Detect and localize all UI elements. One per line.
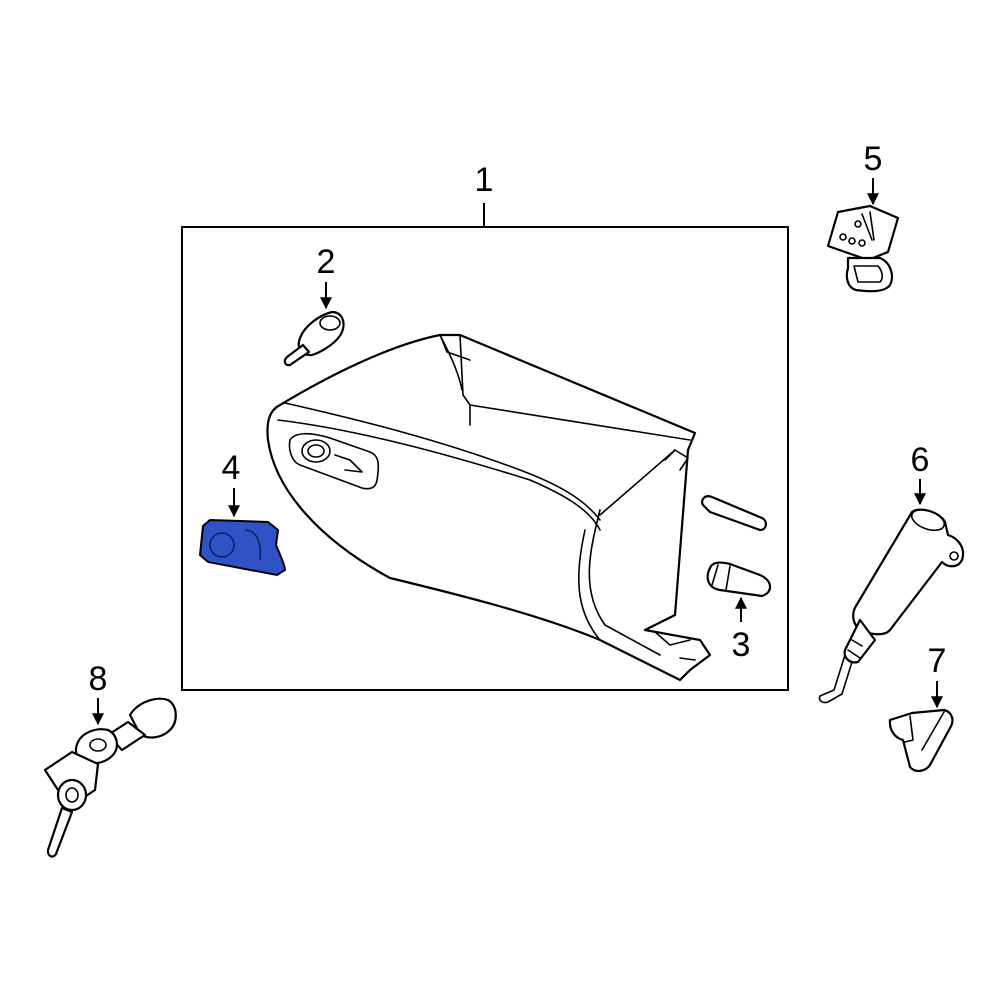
damper-part[interactable] [818,506,965,704]
clip-part[interactable] [888,708,954,772]
bumper-part[interactable] [283,310,345,367]
callout-7[interactable]: 7 [928,642,947,709]
callout-5[interactable]: 5 [864,140,883,206]
callout-8-label: 8 [89,660,108,698]
callout-2[interactable]: 2 [317,243,336,310]
callout-4[interactable]: 4 [222,449,241,518]
glove-box-part[interactable] [266,333,712,682]
lock-cylinder-part[interactable] [43,697,177,858]
pin-part[interactable] [701,495,767,532]
callout-8[interactable]: 8 [89,660,108,726]
callout-3-label: 3 [732,626,751,664]
handle-part-highlighted[interactable] [198,518,287,577]
callout-7-label: 7 [928,642,947,680]
callout-2-label: 2 [317,243,336,281]
callout-6-label: 6 [911,441,930,479]
stop-part[interactable] [706,561,772,598]
callout-3[interactable]: 3 [732,596,751,664]
callout-1[interactable]: 1 [475,161,494,227]
callout-4-label: 4 [222,449,241,487]
striker-part[interactable] [826,204,900,293]
callout-6[interactable]: 6 [911,441,930,506]
callout-1-label: 1 [475,161,494,199]
callout-5-label: 5 [864,140,883,178]
